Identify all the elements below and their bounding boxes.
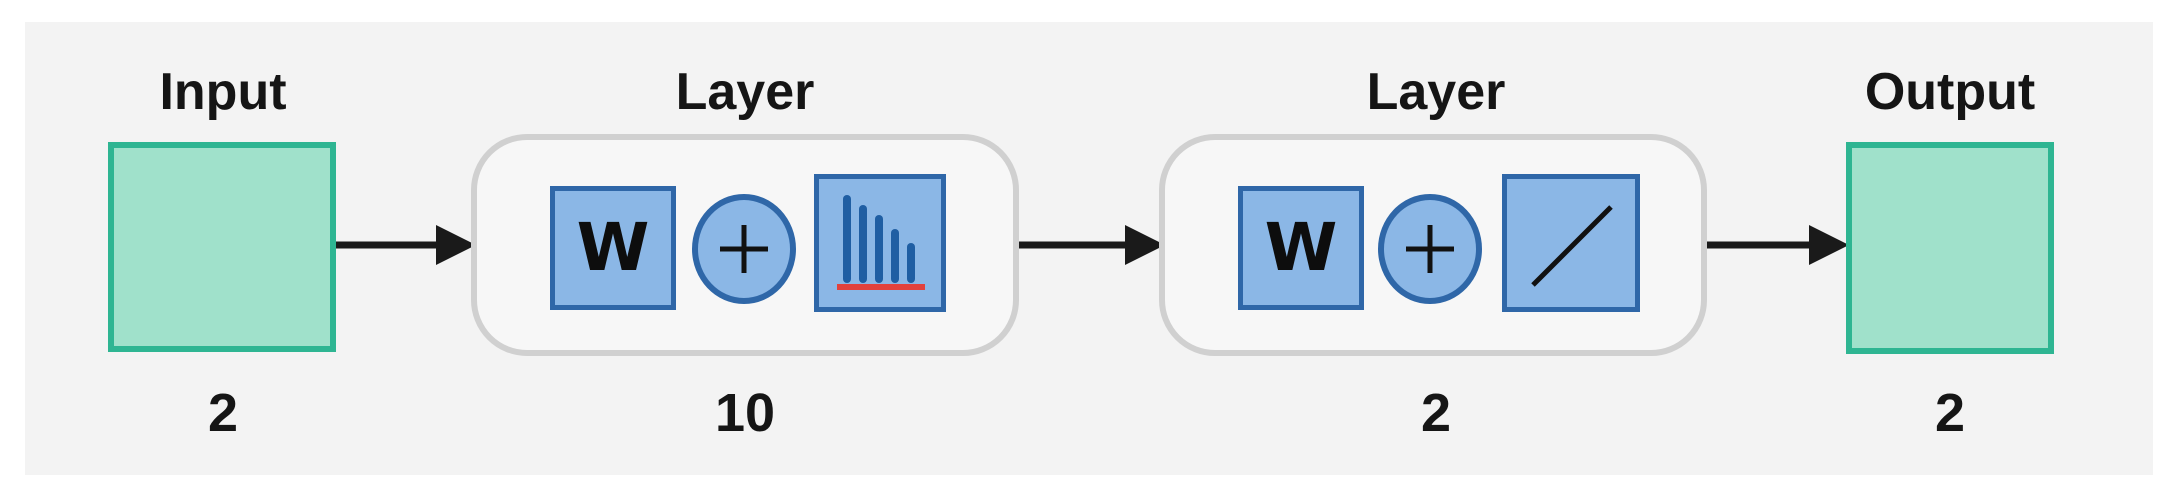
input-title: Input: [159, 63, 287, 121]
layer2-size: 2: [1420, 383, 1452, 443]
add-bias-icon: [692, 194, 796, 304]
add-bias-icon: [1378, 194, 1482, 304]
arrow-layer2-to-output: [1707, 225, 1849, 265]
output-node: [1846, 142, 2054, 354]
weight-label: W: [576, 209, 650, 286]
activation-bars: [837, 195, 925, 290]
plus-icon: [720, 225, 768, 273]
layer2-title: Layer: [1366, 63, 1506, 121]
output-size: 2: [1934, 383, 1966, 443]
bar-chart-icon: [814, 174, 946, 312]
layer1-size: 10: [714, 383, 776, 443]
input-node: [108, 142, 336, 352]
layer1-title: Layer: [675, 63, 815, 121]
weight-icon: W: [550, 186, 676, 310]
arrow-input-to-layer1: [336, 225, 476, 265]
weight-icon: W: [1238, 186, 1364, 310]
weight-label: W: [1264, 209, 1338, 286]
linear-icon: [1502, 174, 1640, 312]
plus-icon: [1406, 225, 1454, 273]
arrow-layer1-to-layer2: [1019, 225, 1165, 265]
input-size: 2: [207, 383, 239, 443]
activation-line: [1531, 205, 1613, 287]
output-title: Output: [1864, 63, 2036, 121]
